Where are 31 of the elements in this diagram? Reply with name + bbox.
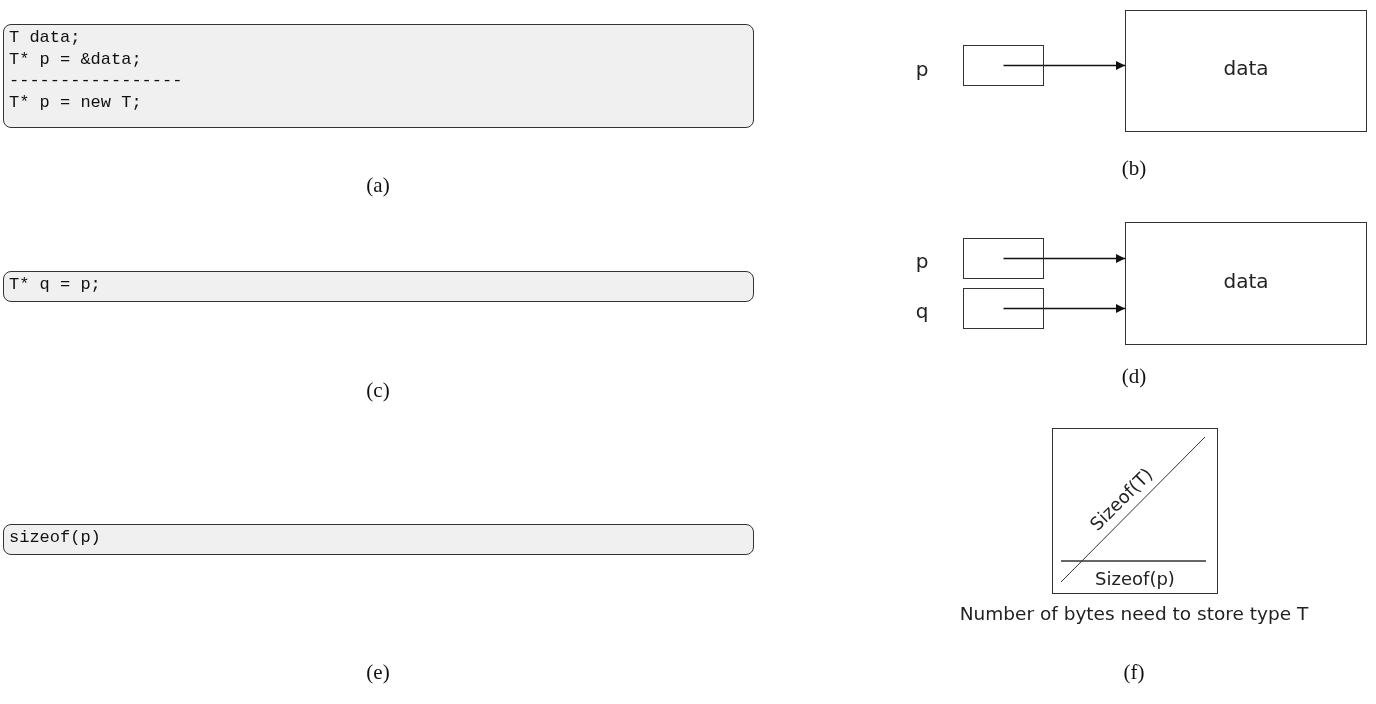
arrow [1002,254,1126,263]
data-box [1125,10,1367,132]
data-box [1125,222,1367,345]
panel-label: (d) [1121,363,1147,389]
box-label: data [1223,56,1269,80]
pointer-box [963,288,1044,329]
arrow [1002,61,1126,70]
size-label: Sizeof(p) [1095,567,1175,589]
pointer-box [963,45,1044,86]
pointer-name: q [915,299,929,323]
code-line: ----------------- [9,70,183,92]
code-block [3,524,754,555]
arrow [1002,304,1126,313]
code-line: T* p = &data; [9,48,142,70]
panel-label: (f) [1123,659,1145,685]
code-block [3,24,754,128]
pointer-name: p [915,57,929,81]
code-line: sizeof(p) [9,527,101,549]
panel-label: (e) [366,659,390,685]
panel-label: (a) [366,172,390,198]
code-line: T* p = new T; [9,91,142,113]
panel-label: (b) [1121,155,1147,181]
code-line: T data; [9,27,81,49]
box-label: data [1223,268,1269,293]
panel-label: (c) [366,377,390,403]
node-label: Number of bytes need to store type T [959,602,1309,624]
pointer-box [963,238,1044,279]
size-diagram-box [1052,428,1218,594]
code-block [3,271,754,302]
pointer-name: p [915,249,929,273]
code-line: T* q = p; [9,274,101,296]
